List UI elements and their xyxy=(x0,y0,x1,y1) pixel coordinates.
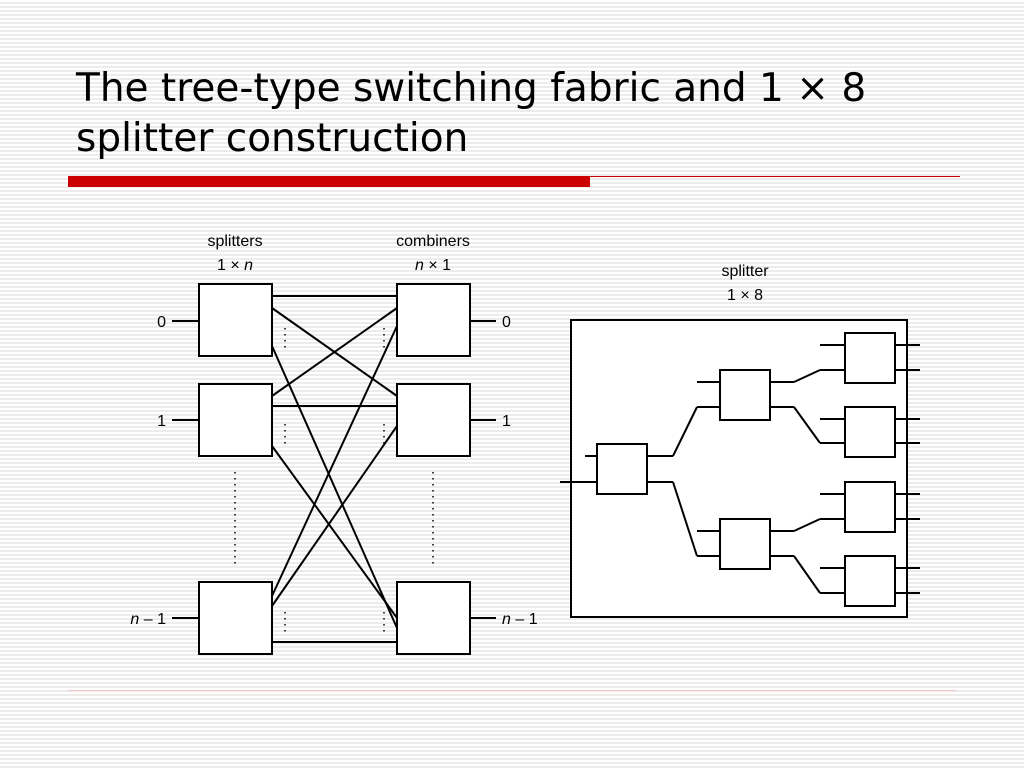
link-s1-cn xyxy=(271,445,398,619)
branch-to-stage3-b xyxy=(793,406,821,444)
stage3-splitter-a xyxy=(844,332,896,384)
title-underline-accent xyxy=(68,176,590,187)
combiners-size-label: n × 1 xyxy=(415,257,451,274)
combiner-box-1 xyxy=(396,383,471,457)
splitter-1x8-construction: splitter 1 × 8 xyxy=(560,263,920,618)
combiners-size-suffix: × 1 xyxy=(424,257,451,274)
stage3-splitter-c xyxy=(844,481,896,533)
title-line-1: The tree-type switching fabric and 1 × 8 xyxy=(76,66,867,111)
splitters-label: splitters xyxy=(207,233,262,250)
splitter-detail-size: 1 × 8 xyxy=(727,287,763,304)
footer-divider xyxy=(68,690,956,691)
stage3-splitter-d xyxy=(844,555,896,607)
splitters-size-prefix: 1 × xyxy=(217,257,244,274)
combiner-box-n-minus-1 xyxy=(396,581,471,655)
splitter-box-1 xyxy=(198,383,273,457)
input-port-label-0: 0 xyxy=(157,314,166,331)
combiners-size-variable: n xyxy=(415,257,424,274)
splitter-box-n-minus-1 xyxy=(198,581,273,655)
stage2-lower-splitter xyxy=(719,518,771,570)
combiners-label: combiners xyxy=(396,233,470,250)
stage1-splitter xyxy=(596,443,648,495)
switching-fabric: splitters 1 × n combiners n × 1 0 1 xyxy=(130,233,538,655)
output-port-label-n-minus-1: n – 1 xyxy=(502,611,538,628)
branch-to-stage3-c xyxy=(793,518,821,532)
combiner-box-0 xyxy=(396,283,471,357)
link-sn-c0 xyxy=(271,325,398,597)
branch-to-stage2-lower xyxy=(672,481,698,557)
branch-to-stage3-a xyxy=(793,369,821,383)
input-port-label-1: 1 xyxy=(157,413,166,430)
input-port-label-n-minus-1: n – 1 xyxy=(130,611,166,628)
branch-to-stage3-d xyxy=(793,555,821,594)
splitters-size-label: 1 × n xyxy=(217,257,253,274)
splitter-box-0 xyxy=(198,283,273,357)
link-s0-cn xyxy=(271,345,398,629)
output-port-label-0: 0 xyxy=(502,314,511,331)
stage3-splitter-b xyxy=(844,406,896,458)
branch-to-stage2-upper xyxy=(672,406,698,457)
output-port-label-1: 1 xyxy=(502,413,511,430)
splitter-detail-label: splitter xyxy=(721,263,769,280)
link-sn-c1 xyxy=(271,425,398,607)
splitters-size-variable: n xyxy=(244,257,253,274)
link-s1-c0 xyxy=(271,307,398,397)
title-underline-thin xyxy=(590,176,960,177)
stage2-upper-splitter xyxy=(719,369,771,421)
slide-title: The tree-type switching fabric and 1 × 8… xyxy=(76,64,976,164)
title-line-2: splitter construction xyxy=(76,116,469,161)
